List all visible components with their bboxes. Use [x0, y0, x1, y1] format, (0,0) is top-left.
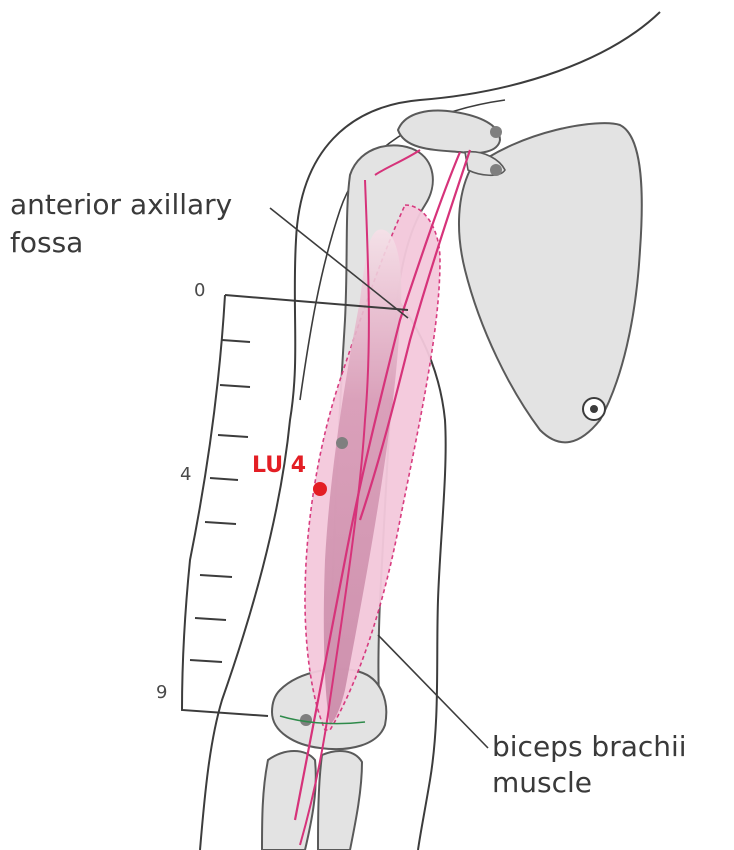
ulna-bone	[262, 751, 316, 850]
ruler-tick-label: 0	[194, 280, 205, 301]
ruler-tick-label: 9	[156, 682, 167, 703]
axillary-label-line1: anterior axillary	[10, 188, 232, 221]
acupoint-dot	[313, 482, 327, 496]
axillary-label-line2: fossa	[10, 226, 83, 259]
landmark-dot	[336, 437, 348, 449]
biceps-label-line1: biceps brachii	[492, 730, 687, 763]
landmark-dot	[490, 126, 502, 138]
landmark-dot	[490, 164, 502, 176]
radius-bone	[318, 751, 362, 850]
joint-ring-icon	[583, 398, 605, 420]
acupoint-label: LU 4	[252, 453, 306, 478]
biceps-label-line2: muscle	[492, 766, 592, 799]
biceps-leader-line	[378, 635, 488, 748]
ruler-tick-label: 4	[180, 464, 191, 485]
landmark-dot	[300, 714, 312, 726]
acromion-bone	[398, 111, 500, 153]
